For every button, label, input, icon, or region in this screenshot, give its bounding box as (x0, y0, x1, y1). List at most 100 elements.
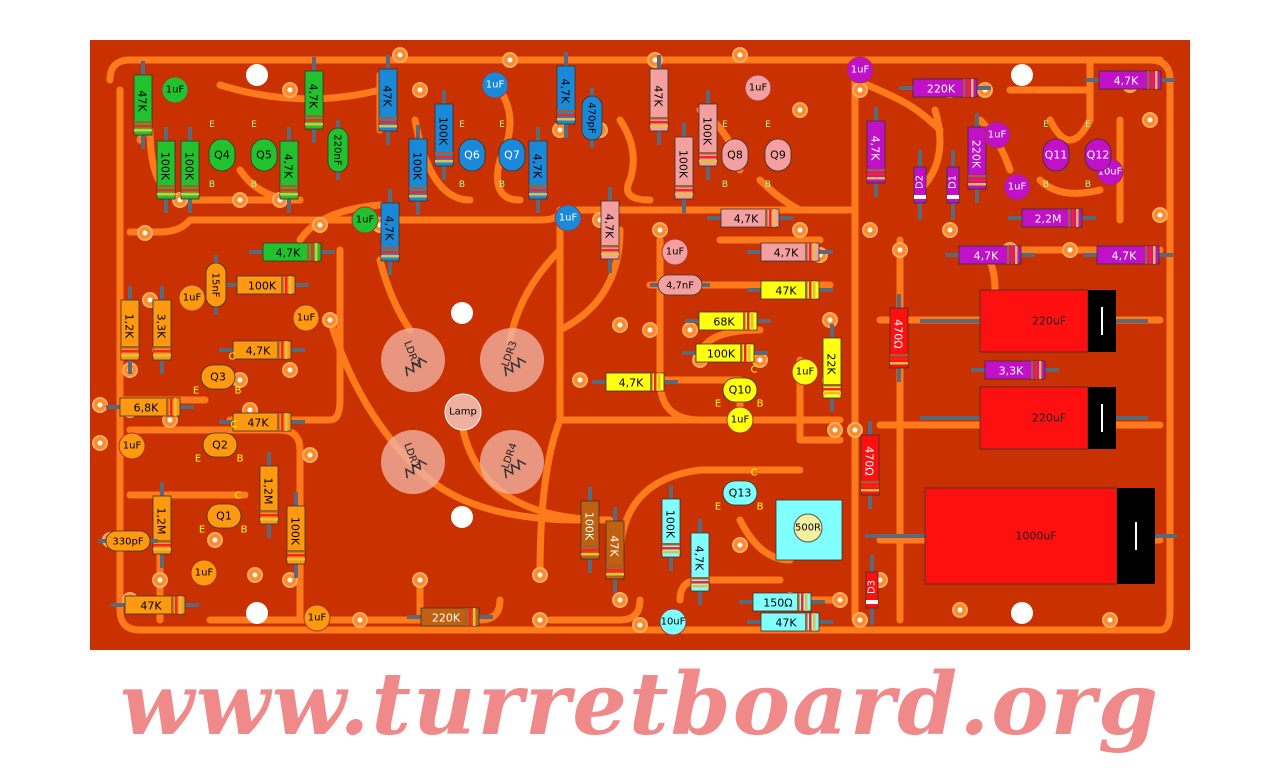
diode-label: D3 (867, 580, 878, 594)
turret-pad-center (757, 357, 763, 363)
resistor-band (581, 545, 599, 548)
resistor-band (170, 398, 173, 416)
trace (106, 56, 1174, 634)
resistor-label: 100K (701, 117, 714, 146)
resistor: 4,7K (945, 245, 1035, 265)
resistor-band (662, 543, 680, 546)
film-capacitor-body (657, 274, 703, 296)
resistor-label: 4,7K (603, 214, 616, 239)
resistor-label: 3,3K (155, 314, 168, 339)
transistor-pin-c: C (751, 468, 758, 479)
resistor-band (153, 350, 171, 353)
resistor: 100K (223, 275, 309, 295)
resistor-band (809, 613, 812, 631)
resistor-band (121, 350, 139, 353)
resistor-band (699, 156, 717, 159)
transistor-label: Q2 (212, 439, 228, 452)
electrolytic-capacitor (979, 289, 1089, 353)
resistor-band (963, 79, 966, 97)
resistor-band (867, 177, 885, 180)
resistor-body (698, 103, 718, 167)
turret-pad-center (1107, 617, 1113, 623)
turret-pad-center (797, 107, 803, 113)
transistor-pin-c: C (751, 365, 758, 376)
diode (913, 166, 927, 204)
resistor-band (260, 518, 278, 521)
resistor: 4,7K (747, 242, 833, 262)
transistor-pin-b: B (1085, 180, 1091, 190)
resistor: 47K (649, 55, 669, 145)
capacitor-label: 1uF (559, 213, 578, 224)
transistor-pin-e: E (251, 120, 257, 130)
resistor-body (528, 140, 548, 200)
resistor-band (601, 245, 619, 248)
resistor-band (601, 253, 619, 256)
resistor-band (805, 281, 808, 299)
film-capacitor-label: 220nF (332, 134, 343, 165)
resistor-label: 220K (970, 140, 983, 169)
resistor: 3,3K (152, 286, 172, 374)
resistor-band (134, 121, 152, 124)
resistor-band (289, 276, 292, 294)
resistor: 100K (180, 127, 200, 213)
resistor-body (119, 397, 181, 417)
resistor-label: 100K (677, 150, 690, 179)
resistor-label: 150Ω (763, 597, 792, 610)
resistor-body (661, 498, 681, 558)
turret-pad-center (167, 417, 173, 423)
resistor-band (675, 185, 693, 188)
film-capacitor-label: 330pF (112, 537, 143, 548)
film-capacitor-label: 470pF (586, 102, 597, 133)
film-capacitor: 4,7nF (650, 274, 710, 296)
resistor-band (861, 481, 879, 484)
resistor: 4,7K (600, 187, 620, 273)
resistor-band (675, 189, 693, 192)
resistor-label: 100K (183, 152, 196, 181)
turret-pad-center (617, 597, 623, 603)
resistor-band (1011, 246, 1014, 264)
ldr-zigzag (503, 458, 527, 479)
transistor (721, 138, 749, 172)
resistor-band (435, 152, 453, 155)
resistor-band (157, 193, 175, 196)
lamp (444, 393, 482, 431)
resistor-band (305, 123, 323, 126)
resistor-body (1096, 245, 1160, 265)
resistor-band (1147, 71, 1150, 89)
resistor-label: 47K (136, 90, 149, 112)
capacitor (481, 71, 509, 99)
resistor-body (408, 138, 428, 202)
capacitor (744, 74, 772, 102)
capacitor (292, 304, 320, 332)
turret-pad-center (647, 327, 653, 333)
resistor-label: 47K (381, 85, 394, 107)
capacitor-label: 1uF (749, 83, 768, 94)
resistor-band (153, 346, 171, 349)
capacitor (351, 206, 379, 234)
resistor-band (409, 187, 427, 190)
transistor-label: Q6 (464, 149, 480, 162)
resistor-body (984, 360, 1046, 380)
resistor-band (469, 608, 472, 626)
resistor-body (259, 465, 279, 525)
transistor (250, 138, 278, 172)
resistor-band (311, 243, 314, 261)
resistor: 3,3K (971, 360, 1059, 380)
resistor-label: 100K (289, 517, 302, 546)
resistor-body (152, 299, 172, 361)
turret-pad-center (557, 127, 563, 133)
resistor-label: 47K (775, 617, 797, 630)
resistor: 100K (408, 125, 428, 215)
resistor-band (435, 156, 453, 159)
resistor-band (971, 79, 974, 97)
transistor-pin-e: E (715, 399, 721, 410)
resistor-label: 100K (248, 280, 277, 293)
resistor: 220K (967, 113, 987, 203)
trace (796, 356, 844, 444)
film-capacitor-body (327, 127, 349, 173)
resistor: 4,7K (249, 242, 335, 262)
resistor-band (287, 558, 305, 561)
transistor (722, 480, 758, 506)
resistor-label: 22K (825, 353, 838, 375)
resistor: 2,2M (1008, 208, 1096, 228)
